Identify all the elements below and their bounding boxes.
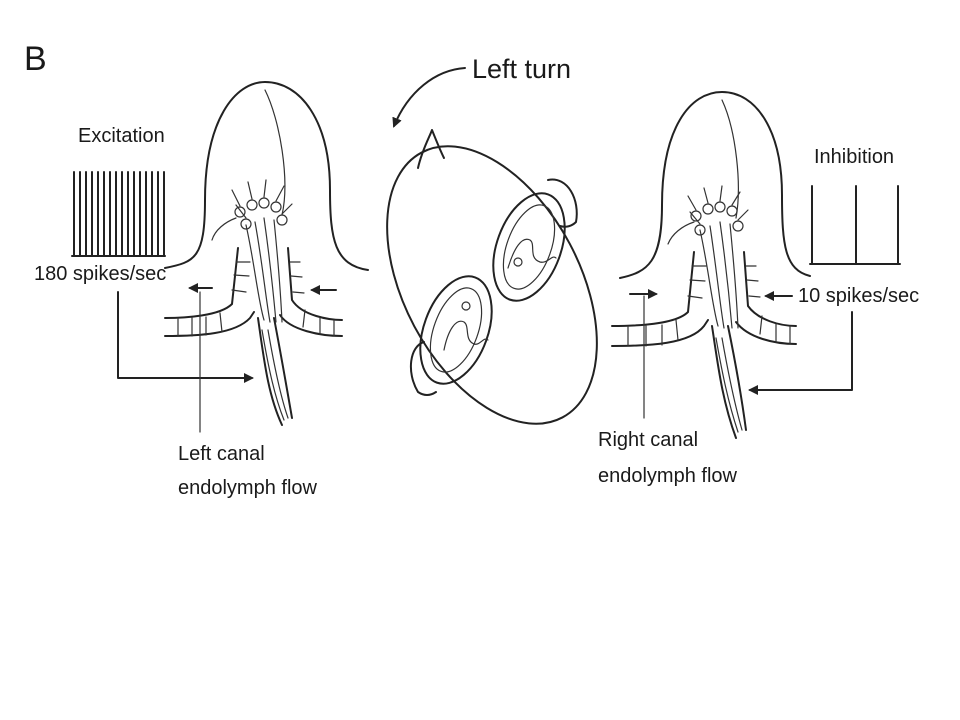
left-cupula <box>164 81 369 271</box>
turn-label: Left turn <box>472 54 571 84</box>
nose-shape <box>417 129 445 169</box>
left-hair-cells <box>231 179 293 230</box>
right-spike-rate: 10 spikes/sec <box>798 285 919 307</box>
inhibition-spike-train <box>809 185 901 265</box>
right-caption-line1: Right canal <box>598 429 698 451</box>
left-caption-line1: Left canal <box>178 443 265 465</box>
right-ear <box>547 178 578 228</box>
right-ampulla <box>611 91 853 439</box>
head-outline <box>386 145 598 425</box>
right-hair-cells <box>687 185 749 236</box>
right-caption-line2: endolymph flow <box>598 465 738 487</box>
excitation-label: Excitation <box>78 125 165 147</box>
inhibition-label: Inhibition <box>814 146 894 168</box>
left-ampulla <box>117 81 369 433</box>
left-spike-rate: 180 spikes/sec <box>34 263 166 285</box>
left-ear <box>409 341 437 396</box>
panel-label: B <box>24 40 47 78</box>
right-cupula <box>619 91 811 279</box>
turn-arrow <box>392 67 466 128</box>
left-caption-line2: endolymph flow <box>178 477 318 499</box>
excitation-spike-train <box>71 171 166 257</box>
head-top-view <box>386 129 598 425</box>
